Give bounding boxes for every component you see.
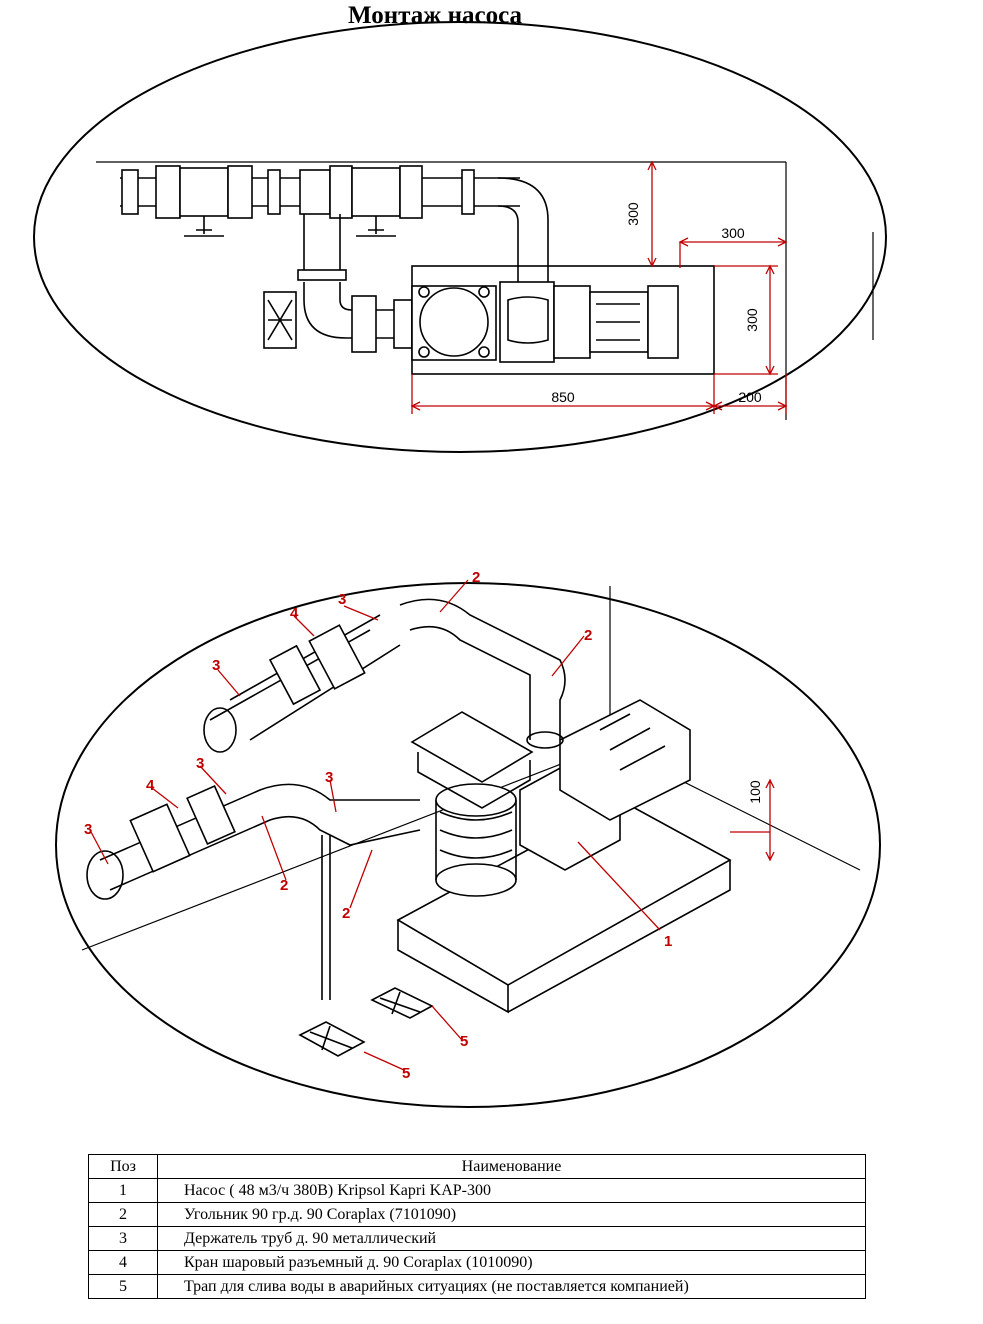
row-pos: 1 bbox=[88, 1178, 158, 1203]
parts-table-header: Поз Наименование bbox=[88, 1154, 866, 1179]
top-view bbox=[33, 21, 887, 453]
callout-5-drain-left: 5 bbox=[402, 1065, 410, 1082]
isometric-leaders bbox=[89, 579, 775, 1071]
header-name: Наименование bbox=[157, 1154, 866, 1179]
table-row: 4 Кран шаровый разъемный д. 90 Coraplax … bbox=[88, 1250, 866, 1275]
row-pos: 3 bbox=[88, 1226, 158, 1251]
row-pos: 2 bbox=[88, 1202, 158, 1227]
callout-3-holder-middle: 3 bbox=[196, 755, 204, 772]
callout-4-valve-upper: 4 bbox=[290, 605, 299, 622]
dimension-label-200: 200 bbox=[738, 389, 762, 405]
callout-2-elbow-top: 2 bbox=[472, 569, 480, 586]
callout-5-drain-right: 5 bbox=[460, 1033, 468, 1050]
page-title: Монтаж насоса bbox=[347, 2, 523, 29]
row-pos: 4 bbox=[88, 1250, 158, 1275]
table-row: 3 Держатель труб д. 90 металлический bbox=[88, 1226, 866, 1251]
callout-3-holder-top: 3 bbox=[338, 591, 346, 608]
top-view-dimensions bbox=[410, 160, 788, 414]
table-row: 1 Насос ( 48 м3/ч 380В) Kripsol Kapri KA… bbox=[88, 1178, 866, 1203]
dimension-label-100: 100 bbox=[747, 780, 763, 804]
callout-3-holder-lower: 3 bbox=[325, 769, 333, 786]
isometric-view bbox=[55, 582, 881, 1108]
callout-2-elbow-right: 2 bbox=[584, 627, 592, 644]
dimension-label-300-base: 300 bbox=[744, 308, 760, 332]
dimension-label-300-horizontal: 300 bbox=[721, 225, 745, 241]
callout-1-pump: 1 bbox=[664, 933, 672, 950]
dimension-label-850: 850 bbox=[551, 389, 575, 405]
isometric-view-boundary bbox=[55, 582, 881, 1108]
row-name: Кран шаровый разъемный д. 90 Coraplax (1… bbox=[157, 1250, 866, 1275]
header-pos: Поз bbox=[88, 1154, 158, 1179]
dimension-label-300-vertical: 300 bbox=[625, 202, 641, 226]
parts-table: Поз Наименование 1 Насос ( 48 м3/ч 380В)… bbox=[88, 1154, 866, 1299]
top-view-boundary bbox=[33, 21, 887, 453]
row-name: Насос ( 48 м3/ч 380В) Kripsol Kapri KAP-… bbox=[157, 1178, 866, 1203]
callout-4-valve-lower: 4 bbox=[146, 777, 155, 794]
callout-3-holder-left-upper: 3 bbox=[212, 657, 220, 674]
row-name: Трап для слива воды в аварийных ситуация… bbox=[157, 1274, 866, 1299]
table-row: 2 Угольник 90 гр.д. 90 Coraplax (7101090… bbox=[88, 1202, 866, 1227]
row-name: Угольник 90 гр.д. 90 Coraplax (7101090) bbox=[157, 1202, 866, 1227]
pump-installation-drawing: 300 300 300 850 200 bbox=[33, 21, 887, 1108]
callout-2-elbow-left: 2 bbox=[280, 877, 288, 894]
table-row: 5 Трап для слива воды в аварийных ситуац… bbox=[88, 1274, 866, 1299]
callout-3-holder-left-lower: 3 bbox=[84, 821, 92, 838]
callout-2-elbow-bottom: 2 bbox=[342, 905, 350, 922]
row-name: Держатель труб д. 90 металлический bbox=[157, 1226, 866, 1251]
row-pos: 5 bbox=[88, 1274, 158, 1299]
